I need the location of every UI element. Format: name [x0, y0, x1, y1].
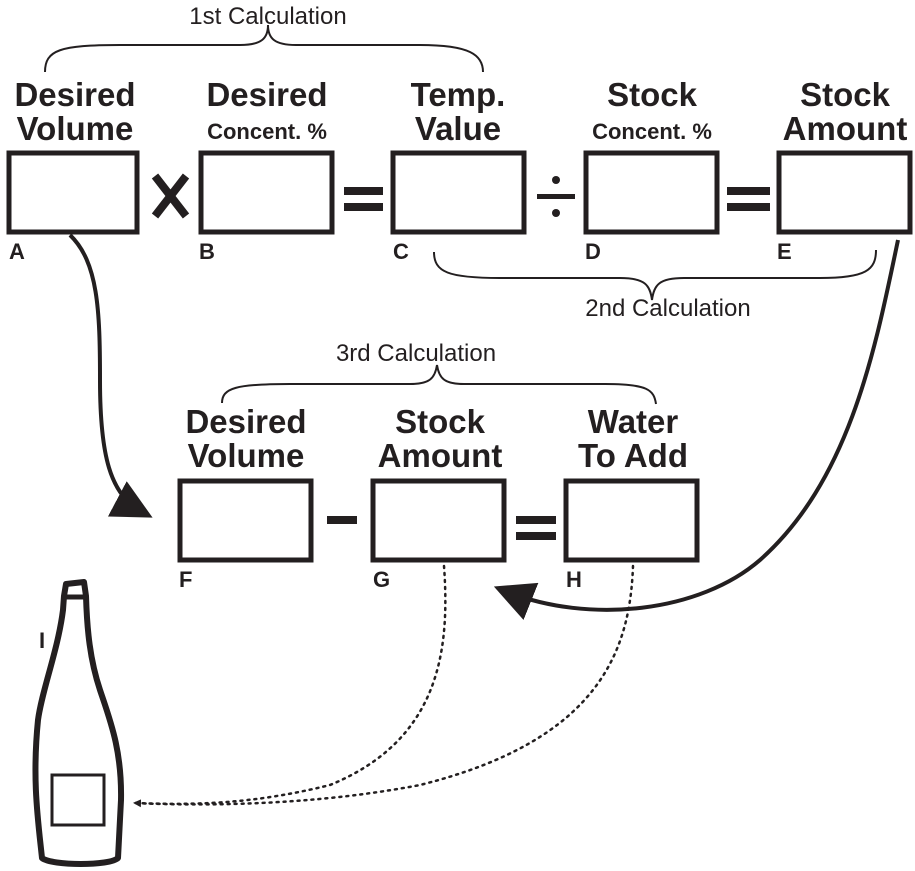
letter-c: C: [393, 239, 409, 264]
first-calculation-label: 1st Calculation: [189, 3, 346, 30]
header-f-line2: Volume: [188, 437, 305, 474]
third-calculation-label: 3rd Calculation: [336, 340, 496, 367]
header-a-line2: Volume: [17, 110, 134, 147]
equals-icon-1: [344, 187, 383, 211]
header-g-line1: Stock: [395, 403, 486, 440]
second-calculation-brace: [433, 249, 877, 301]
header-e-line1: Stock: [800, 76, 891, 113]
minus-icon: [327, 516, 357, 524]
arrow-e-to-g: [493, 239, 900, 620]
box-f: [177, 478, 314, 563]
third-calculation-brace: [221, 364, 657, 405]
first-calculation-brace: [44, 24, 484, 73]
header-d-line2: Concent. %: [592, 119, 712, 144]
dotted-arrow-g-to-bottle: [133, 564, 447, 806]
letter-a: A: [9, 239, 25, 264]
letter-e: E: [777, 239, 792, 264]
header-e-line2: Amount: [783, 110, 908, 147]
header-b-line1: Desired: [206, 76, 327, 113]
box-a: [6, 150, 140, 235]
letter-i: I: [39, 628, 45, 653]
equals-icon-3: [516, 516, 556, 540]
header-g-line2: Amount: [378, 437, 503, 474]
box-e: [776, 150, 913, 235]
box-h: [563, 478, 700, 563]
header-c-line1: Temp.: [411, 76, 506, 113]
letter-d: D: [585, 239, 601, 264]
header-c-line2: Value: [415, 110, 501, 147]
header-h-line1: Water: [588, 403, 679, 440]
letter-h: H: [566, 567, 582, 592]
bottle-label: [50, 773, 106, 827]
letter-g: G: [373, 567, 390, 592]
box-g: [370, 478, 507, 563]
header-b-line2: Concent. %: [207, 119, 327, 144]
multiply-icon: [151, 173, 190, 219]
second-calculation-label: 2nd Calculation: [585, 295, 750, 322]
divide-icon: [537, 176, 575, 217]
letter-f: F: [179, 567, 192, 592]
equals-icon-2: [727, 187, 770, 211]
box-c: [390, 150, 527, 235]
header-f-line1: Desired: [185, 403, 306, 440]
header-d-line1: Stock: [607, 76, 698, 113]
header-a-line1: Desired: [14, 76, 135, 113]
box-b: [198, 150, 335, 235]
bottle-icon: [32, 579, 125, 867]
arrow-a-to-f: [68, 233, 153, 518]
letter-b: B: [199, 239, 215, 264]
box-d: [583, 150, 720, 235]
header-h-line2: To Add: [578, 437, 688, 474]
dotted-arrow-h-to-bottle: [133, 564, 635, 808]
